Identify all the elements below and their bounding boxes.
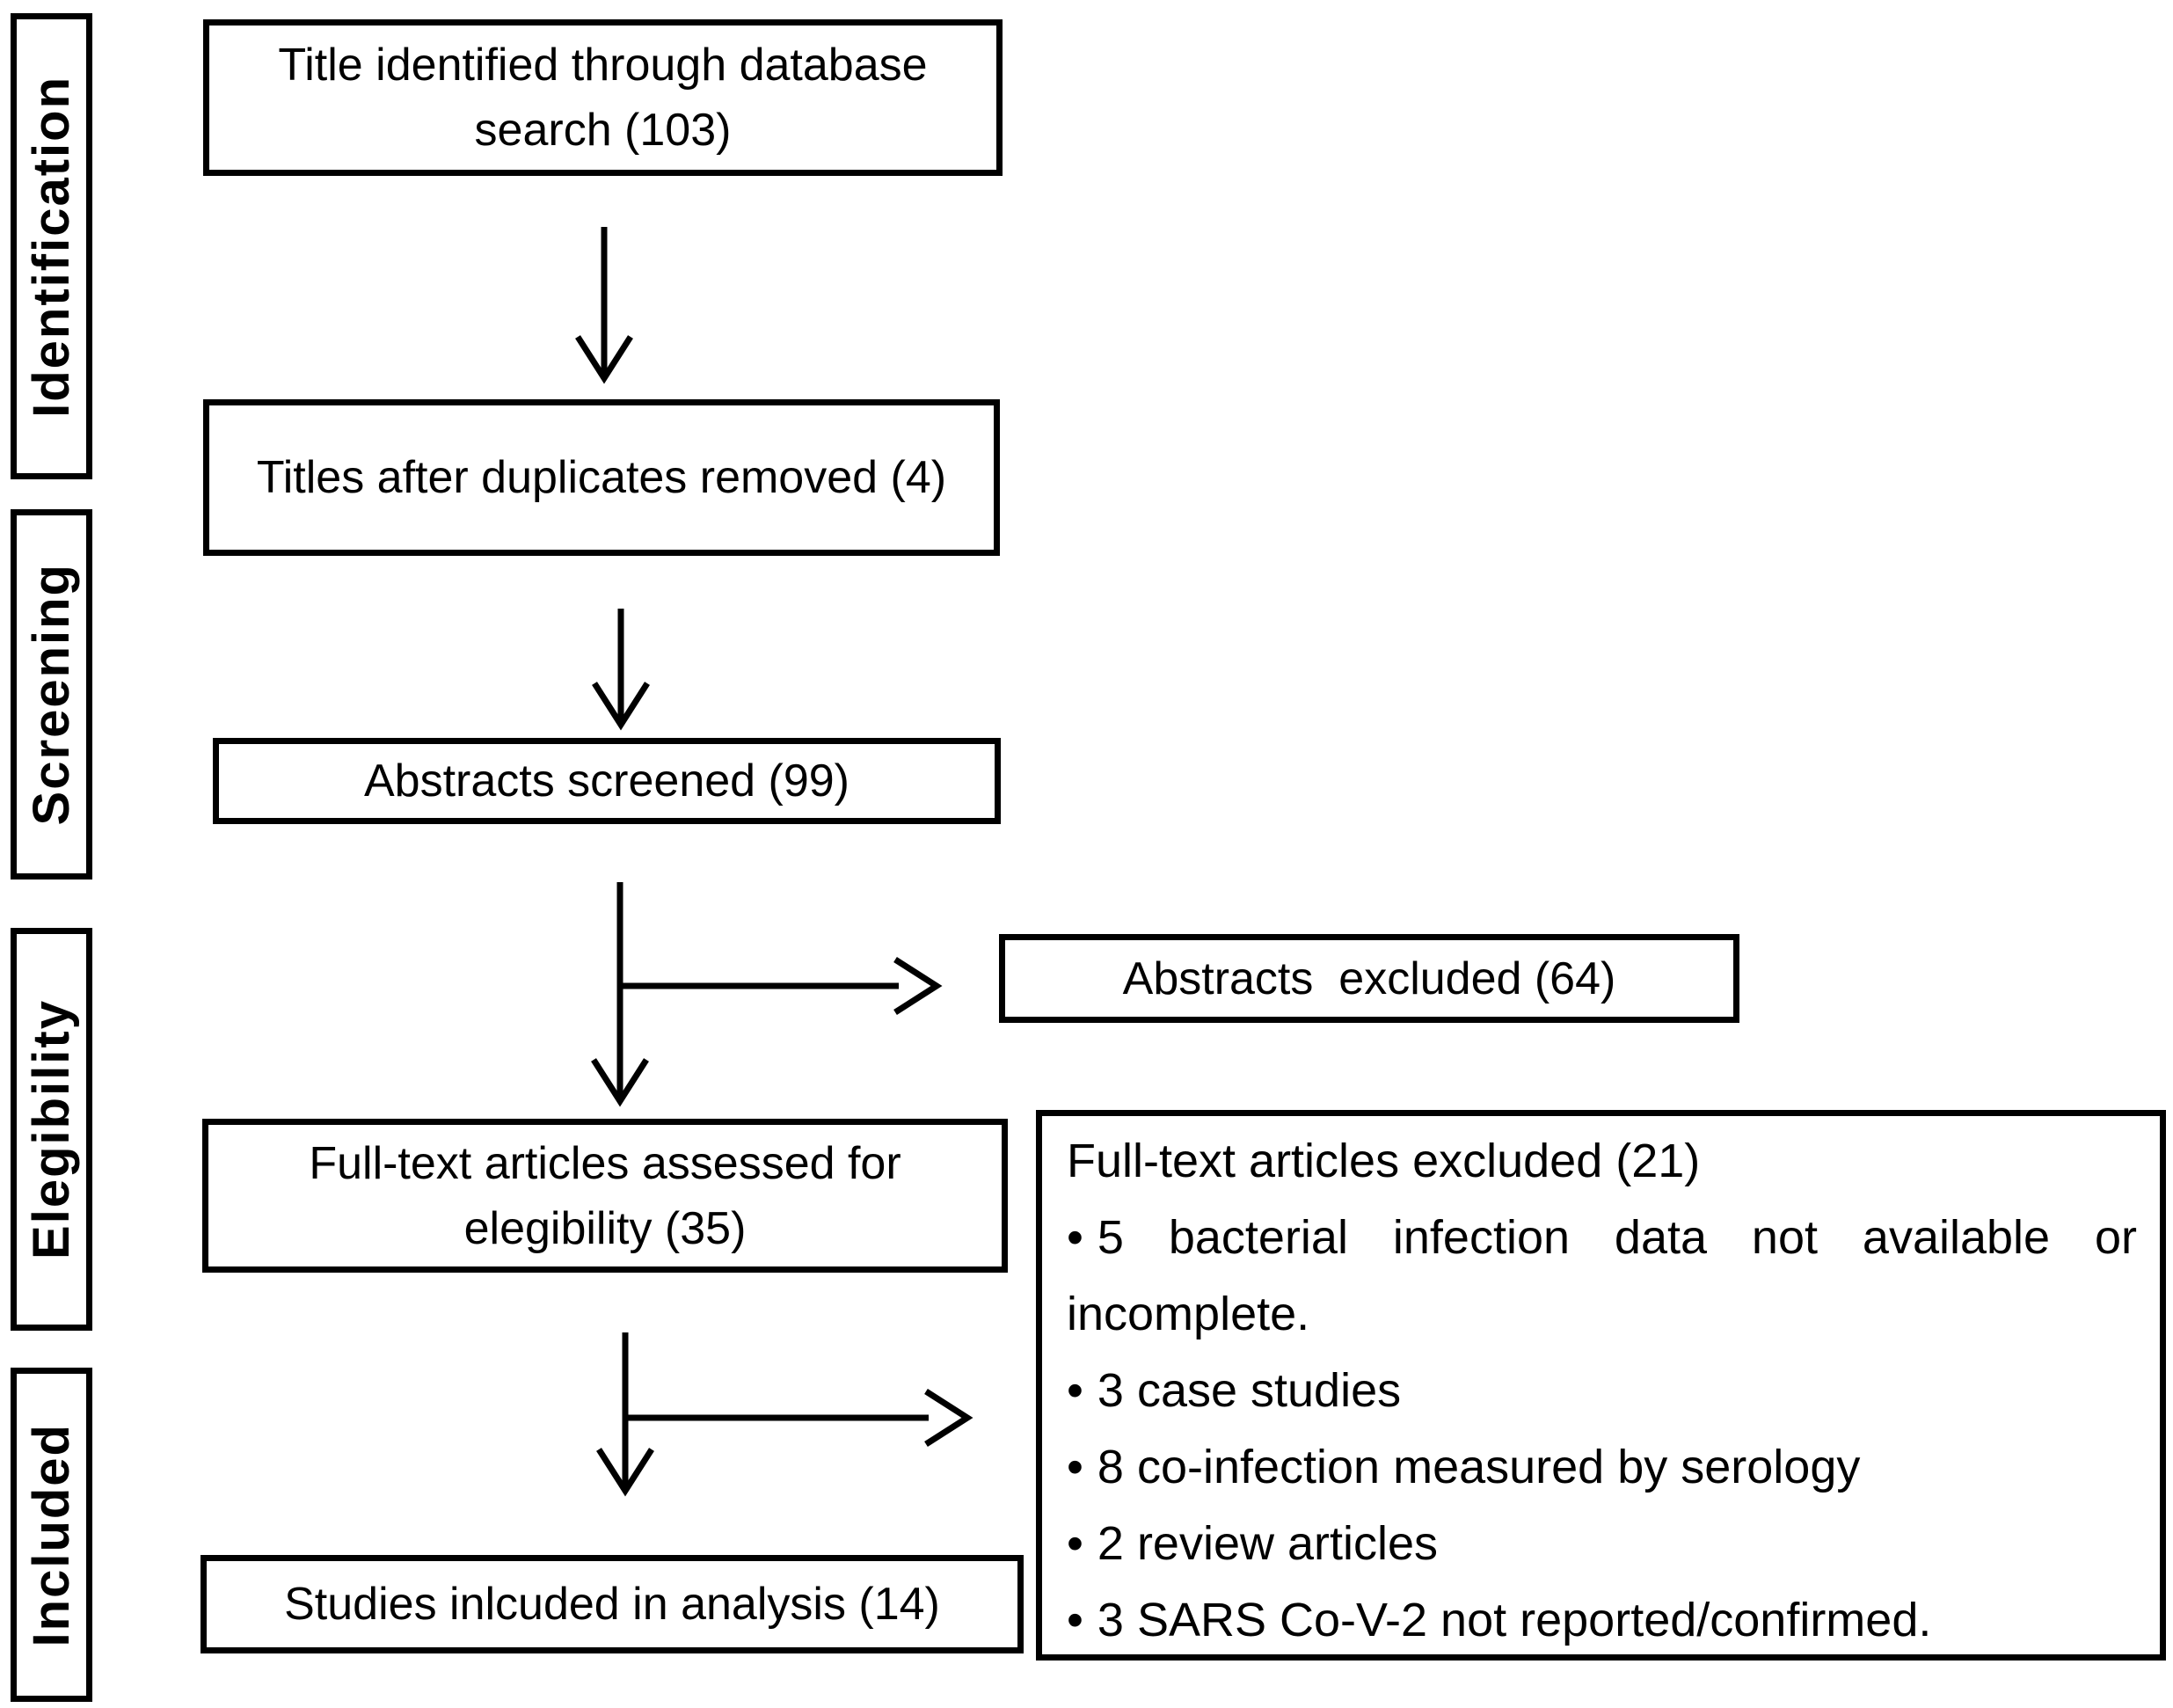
exclusion-reason-case-studies-text: 3 case studies <box>1097 1364 1402 1417</box>
flow-box-titles-identified: Title identified through database search… <box>203 19 1003 176</box>
exclusion-reason-case-studies: • 3 case studies <box>1067 1353 2137 1429</box>
flow-box-abstracts-screened: Abstracts screened (99) <box>213 738 1001 824</box>
exclusion-reason-review-articles-text: 2 review articles <box>1097 1517 1439 1570</box>
exclusion-reason-serology-text: 8 co-infection measured by serology <box>1097 1441 1861 1493</box>
arrow-identified-to-duplicates <box>575 227 633 384</box>
flow-box-fulltext-assessed: Full-text articles assessed for elegibil… <box>202 1119 1008 1273</box>
flow-box-duplicates-removed-label: Titles after duplicates removed (4) <box>256 452 947 503</box>
flow-box-studies-included: Studies inlcuded in analysis (14) <box>201 1555 1024 1653</box>
bullet-icon: • <box>1067 1364 1083 1417</box>
flow-box-abstracts-screened-label: Abstracts screened (99) <box>363 755 850 807</box>
exclusion-reason-serology: • 8 co-infection measured by serology <box>1067 1429 2137 1506</box>
arrow-fulltext-to-included <box>596 1332 654 1497</box>
flow-box-duplicates-removed: Titles after duplicates removed (4) <box>203 399 1000 556</box>
arrow-branch-to-abstracts-excluded <box>620 957 943 1015</box>
stage-label-elegibility: Elegibility <box>23 999 80 1259</box>
stage-box-included: Included <box>11 1368 92 1702</box>
stage-label-identification: Identification <box>23 75 80 418</box>
stage-label-screening: Screening <box>23 563 80 826</box>
bullet-icon: • <box>1067 1211 1083 1264</box>
bullet-icon: • <box>1067 1517 1083 1570</box>
stage-box-elegibility: Elegibility <box>11 928 92 1331</box>
exclusion-box-abstracts: Abstracts excluded (64) <box>999 934 1739 1023</box>
flow-box-titles-identified-label: Title identified through database search… <box>278 40 928 156</box>
arrow-duplicates-to-abstracts <box>592 609 650 731</box>
exclusion-fulltext-title: Full-text articles excluded (21) <box>1067 1135 1701 1187</box>
arrow-branch-to-fulltext-excluded <box>625 1389 973 1447</box>
exclusion-reason-bacterial-data: •5 bacterial infection data not availabl… <box>1067 1200 2137 1353</box>
stage-box-screening: Screening <box>11 509 92 880</box>
exclusion-reason-bacterial-data-text: 5 bacterial infection data not available… <box>1067 1211 2137 1340</box>
flow-box-fulltext-assessed-label: Full-text articles assessed for elegibil… <box>309 1137 901 1254</box>
exclusion-reason-review-articles: • 2 review articles <box>1067 1506 2137 1582</box>
exclusion-box-abstracts-label: Abstracts excluded (64) <box>1122 953 1616 1004</box>
flow-box-studies-included-label: Studies inlcuded in analysis (14) <box>284 1579 940 1630</box>
exclusion-reason-sars-not-confirmed: • 3 SARS Co-V-2 not reported/confirmed. <box>1067 1582 2137 1659</box>
bullet-icon: • <box>1067 1594 1083 1646</box>
exclusion-reason-sars-not-confirmed-text: 3 SARS Co-V-2 not reported/confirmed. <box>1097 1594 1932 1646</box>
bullet-icon: • <box>1067 1441 1083 1493</box>
arrow-abstracts-to-fulltext <box>591 882 649 1107</box>
stage-label-included: Included <box>23 1422 80 1647</box>
stage-box-identification: Identification <box>11 13 92 479</box>
exclusion-box-fulltext: Full-text articles excluded (21) •5 bact… <box>1036 1110 2166 1661</box>
